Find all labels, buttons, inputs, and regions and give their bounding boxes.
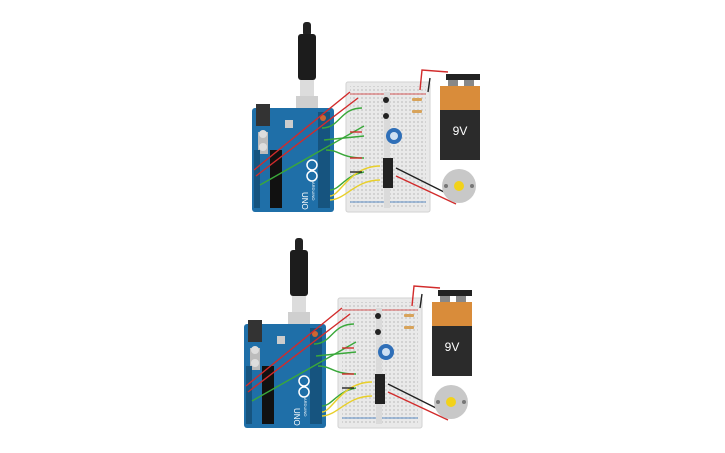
pushbuttons[interactable]: [383, 97, 389, 119]
board-model-label: UNO: [292, 408, 301, 426]
usb-cable: [296, 22, 318, 108]
arduino-uno-board[interactable]: UNO ARDUINO: [252, 104, 334, 212]
breadboard[interactable]: [345, 81, 431, 213]
wires: [253, 69, 461, 205]
pushbuttons[interactable]: [375, 313, 381, 335]
circuit-2: UNO ARDUINO: [244, 238, 472, 429]
dc-motor: [442, 169, 476, 203]
motor-driver-chip: [383, 158, 393, 188]
wires: [245, 285, 453, 421]
dc-motor: [434, 385, 468, 419]
potentiometer[interactable]: [386, 128, 402, 144]
battery-9v: 9V: [440, 74, 480, 160]
board-brand-label: ARDUINO: [303, 398, 308, 416]
circuit-1: UNO ARDUINO: [252, 22, 480, 213]
resistors: [412, 98, 422, 113]
board-brand-label: ARDUINO: [311, 182, 316, 200]
battery-9v: 9V: [432, 290, 472, 376]
breadboard[interactable]: [337, 297, 423, 429]
board-model-label: UNO: [300, 192, 309, 210]
battery-label: 9V: [445, 340, 460, 354]
battery-label: 9V: [453, 124, 468, 138]
motor-driver-chip: [375, 374, 385, 404]
resistors: [404, 314, 414, 329]
potentiometer[interactable]: [378, 344, 394, 360]
usb-cable: [288, 238, 310, 324]
arduino-uno-board[interactable]: UNO ARDUINO: [244, 320, 326, 428]
